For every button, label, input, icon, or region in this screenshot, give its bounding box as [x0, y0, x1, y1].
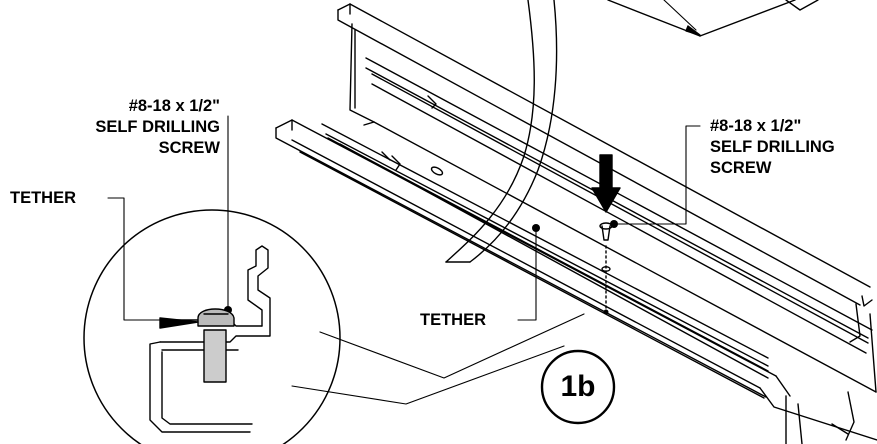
detail-screw-label-line3: SCREW [158, 139, 220, 157]
main-screw-label: #8-18 x 1/2" SELF DRILLING SCREW [710, 116, 870, 179]
step-badge-ring [540, 349, 616, 425]
detail-zoom [83, 209, 341, 444]
leader-lines [107, 115, 701, 405]
step-badge: 1b [560, 370, 596, 403]
cable-strip [445, 0, 558, 263]
detail-screw-label-line1: #8-18 x 1/2" [128, 97, 220, 115]
main-screw-label-line3: SCREW [710, 159, 772, 177]
detail-screw-label-line2: SELF DRILLING [95, 118, 220, 136]
main-screw [591, 154, 621, 315]
channel-body [275, 3, 877, 444]
main-screw-label-line1: #8-18 x 1/2" [710, 117, 802, 135]
detail-screw-label: #8-18 x 1/2" SELF DRILLING SCREW [88, 96, 220, 159]
detail-tether-label: TETHER [10, 189, 76, 207]
main-tether-label: TETHER [420, 311, 486, 329]
main-screw-label-line2: SELF DRILLING [710, 138, 835, 156]
upper-callout-fragment [607, 0, 819, 37]
